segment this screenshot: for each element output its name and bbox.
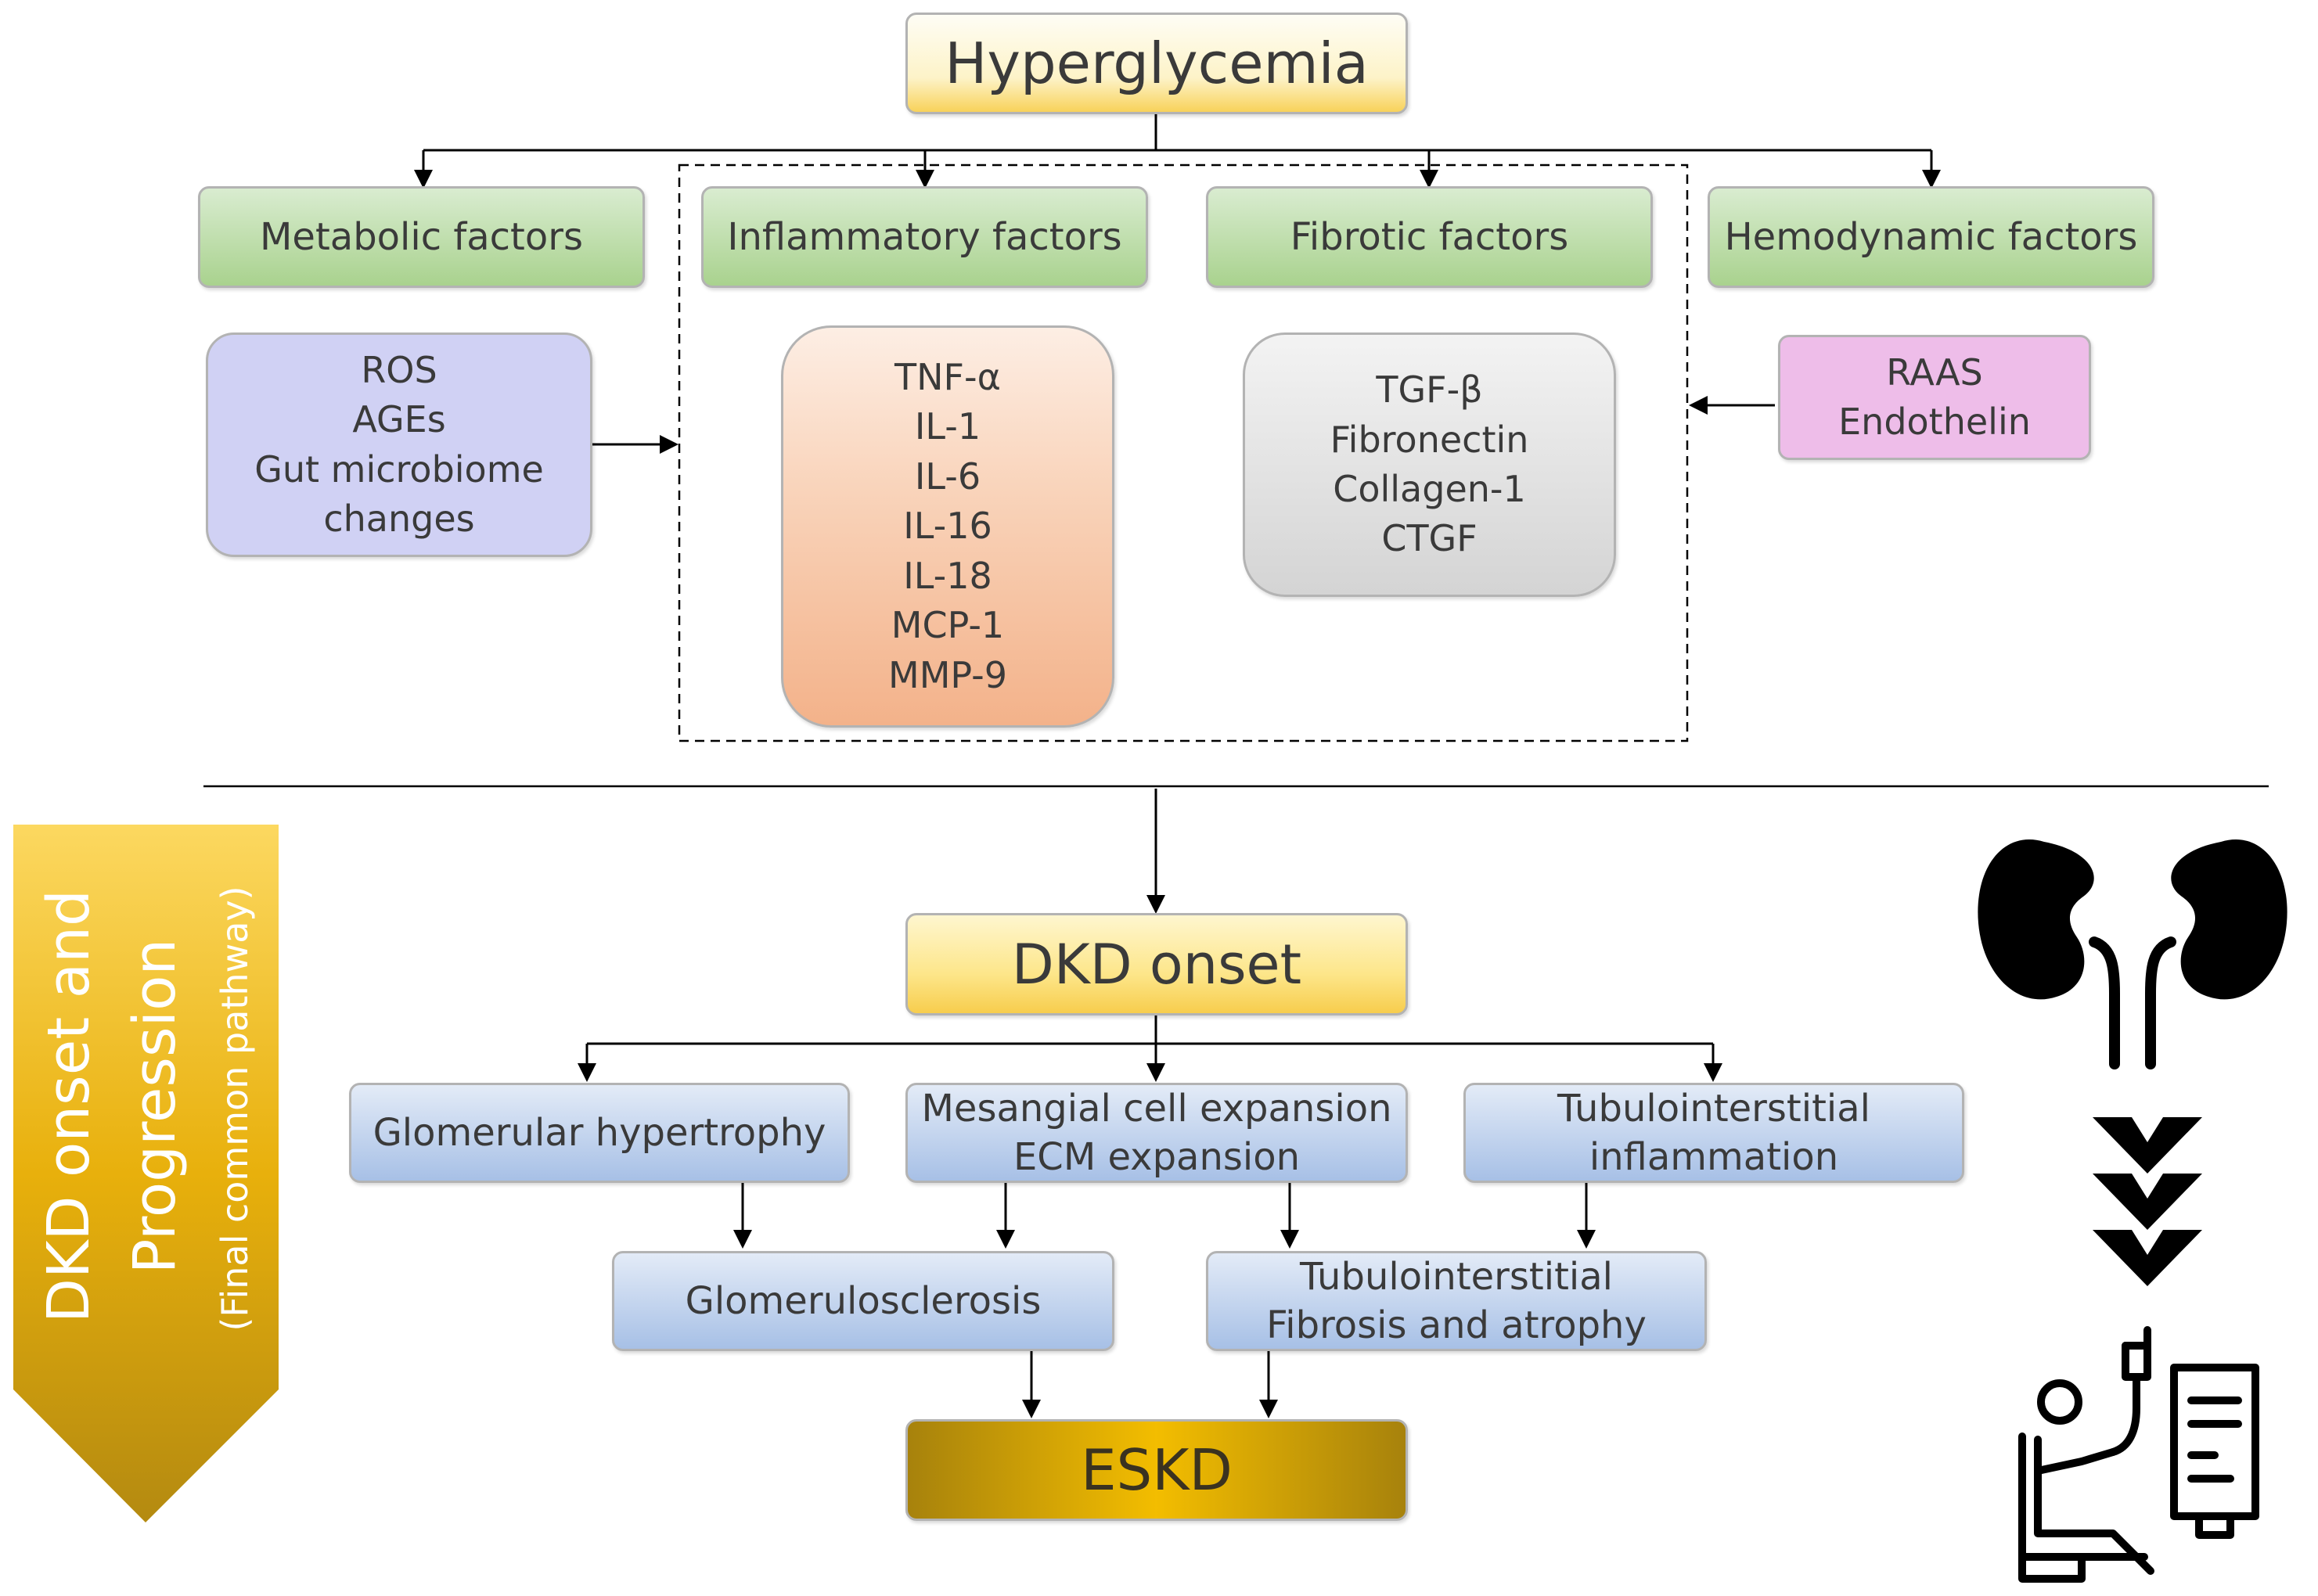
inflammatory-item: IL-16 bbox=[903, 505, 992, 548]
inflammatory-factors-box: Inflammatory factors bbox=[701, 186, 1148, 288]
dkd-onset-label: DKD onset bbox=[1011, 932, 1302, 997]
ecm-expansion-line: ECM expansion bbox=[1013, 1135, 1301, 1179]
metabolic-item: changes bbox=[323, 497, 475, 540]
fibrotic-factors-box: Fibrotic factors bbox=[1206, 186, 1653, 288]
glomerular-hypertrophy-label: Glomerular hypertrophy bbox=[373, 1111, 826, 1155]
fibrotic-items-box: TGF-β Fibronectin Collagen-1 CTGF bbox=[1243, 332, 1616, 597]
inflammatory-item: IL-1 bbox=[914, 405, 981, 448]
inflammatory-item: MCP-1 bbox=[891, 604, 1005, 647]
tubulointerstitial-fibrosis-line: Fibrosis and atrophy bbox=[1266, 1303, 1647, 1347]
fibrotic-item: Collagen-1 bbox=[1333, 468, 1526, 510]
hemodynamic-items-box: RAAS Endothelin bbox=[1778, 335, 2091, 460]
tubulointerstitial-inflammation-line: inflammation bbox=[1589, 1135, 1839, 1179]
inflammatory-item: IL-6 bbox=[914, 455, 981, 498]
hemodynamic-item: RAAS bbox=[1886, 350, 1983, 394]
metabolic-items-box: ROS AGEs Gut microbiome changes bbox=[206, 332, 592, 557]
inflammatory-item: TNF-α bbox=[894, 355, 1001, 398]
fibrotic-item: Fibronectin bbox=[1330, 418, 1529, 461]
progression-banner-line1: DKD onset and bbox=[35, 889, 103, 1324]
progression-banner-line2: Progression bbox=[121, 938, 189, 1274]
inflammatory-items-box: TNF-α IL-1 IL-6 IL-16 IL-18 MCP-1 MMP-9 bbox=[781, 325, 1114, 728]
hemodynamic-item: Endothelin bbox=[1838, 401, 2031, 443]
metabolic-item: AGEs bbox=[352, 398, 446, 441]
eskd-box: ESKD bbox=[905, 1419, 1408, 1521]
inflammatory-item: MMP-9 bbox=[888, 653, 1007, 696]
dialysis-patient-icon bbox=[2018, 1326, 2259, 1583]
glomerular-hypertrophy-box: Glomerular hypertrophy bbox=[349, 1083, 850, 1183]
metabolic-item: ROS bbox=[361, 348, 437, 391]
fibrotic-factors-label: Fibrotic factors bbox=[1290, 215, 1569, 259]
fibrotic-item: TGF-β bbox=[1376, 368, 1483, 412]
tubulointerstitial-fibrosis-box: Tubulointerstitial Fibrosis and atrophy bbox=[1206, 1251, 1707, 1351]
inflammatory-item: IL-18 bbox=[903, 554, 992, 597]
tubulointerstitial-inflammation-line: Tubulointerstitial bbox=[1557, 1086, 1870, 1130]
inflammatory-factors-label: Inflammatory factors bbox=[727, 215, 1122, 259]
progression-banner-line3: (Final common pathway) bbox=[214, 886, 256, 1332]
chevron-down-icon bbox=[2093, 1117, 2202, 1286]
tubulointerstitial-fibrosis-line: Tubulointerstitial bbox=[1300, 1254, 1613, 1299]
metabolic-factors-label: Metabolic factors bbox=[260, 215, 583, 259]
mesangial-expansion-box: Mesangial cell expansion ECM expansion bbox=[905, 1083, 1408, 1183]
hyperglycemia-label: Hyperglycemia bbox=[945, 31, 1369, 96]
hyperglycemia-box: Hyperglycemia bbox=[905, 13, 1408, 114]
dkd-onset-box: DKD onset bbox=[905, 913, 1408, 1015]
metabolic-factors-box: Metabolic factors bbox=[198, 186, 645, 288]
progression-banner-arrow bbox=[13, 825, 279, 1522]
kidneys-icon bbox=[1978, 839, 2287, 1000]
fibrotic-item: CTGF bbox=[1381, 517, 1478, 560]
glomerulosclerosis-box: Glomerulosclerosis bbox=[612, 1251, 1114, 1351]
eskd-label: ESKD bbox=[1081, 1437, 1233, 1503]
tubulointerstitial-inflammation-box: Tubulointerstitial inflammation bbox=[1463, 1083, 1964, 1183]
hemodynamic-factors-box: Hemodynamic factors bbox=[1708, 186, 2154, 288]
glomerulosclerosis-label: Glomerulosclerosis bbox=[685, 1279, 1042, 1323]
metabolic-item: Gut microbiome bbox=[254, 448, 544, 491]
hemodynamic-factors-label: Hemodynamic factors bbox=[1724, 215, 2138, 259]
mesangial-expansion-line: Mesangial cell expansion bbox=[921, 1086, 1392, 1130]
